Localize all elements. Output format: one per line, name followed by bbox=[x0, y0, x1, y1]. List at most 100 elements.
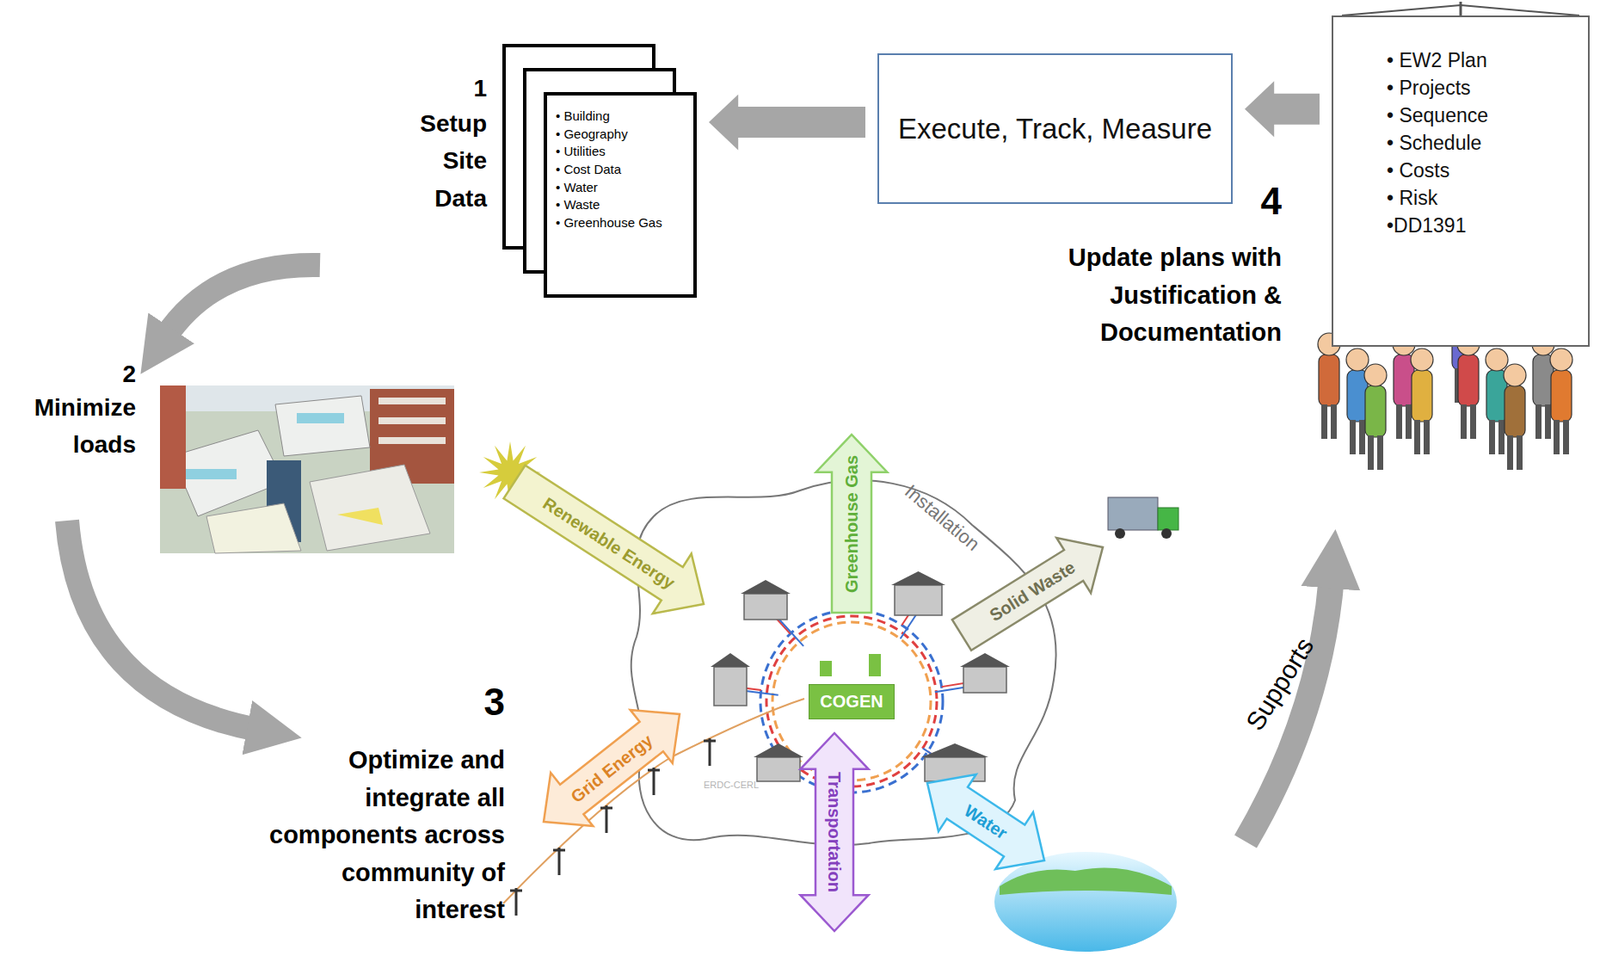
lake-shore bbox=[999, 867, 1172, 895]
wheel bbox=[1114, 528, 1126, 539]
pole bbox=[652, 767, 656, 795]
bullet-item: • Projects bbox=[1386, 73, 1582, 102]
step-number: 4 bbox=[1230, 178, 1282, 225]
picture-ground bbox=[160, 385, 455, 554]
lake bbox=[994, 851, 1177, 952]
bullet-item: • Sequence bbox=[1386, 101, 1582, 130]
bullet-item: • Greenhouse Gas bbox=[555, 214, 687, 233]
garbage-truck bbox=[1107, 497, 1179, 539]
person-leg bbox=[1396, 404, 1403, 439]
pole-arm bbox=[703, 739, 716, 743]
bullet-item: •DD1391 bbox=[1386, 211, 1582, 240]
bullet-item: • EW2 Plan bbox=[1386, 46, 1582, 74]
person-leg bbox=[1535, 404, 1542, 439]
person-leg bbox=[1507, 435, 1514, 470]
cycle-arrow bbox=[165, 264, 320, 338]
person-leg bbox=[1544, 404, 1551, 439]
roof bbox=[891, 571, 946, 585]
person-body bbox=[1411, 369, 1433, 422]
person-leg bbox=[1414, 419, 1421, 455]
flow-connector bbox=[1244, 80, 1320, 137]
window-row bbox=[378, 436, 446, 444]
chimney bbox=[868, 653, 881, 677]
person-leg bbox=[1359, 419, 1366, 455]
campus-picture bbox=[160, 385, 455, 554]
person-leg bbox=[1330, 404, 1337, 439]
text-holder: Execute, Track, Measure bbox=[898, 108, 1213, 150]
person-head bbox=[1410, 348, 1434, 371]
wheel bbox=[1161, 528, 1172, 539]
person-leg bbox=[1470, 404, 1477, 439]
person-leg bbox=[1349, 419, 1356, 455]
bullet-item: • Cost Data bbox=[555, 160, 687, 179]
person-head bbox=[1364, 363, 1387, 387]
chart-stand bbox=[1459, 1, 1463, 16]
person-leg bbox=[1516, 435, 1523, 470]
flow-arrow bbox=[504, 465, 705, 614]
building bbox=[894, 584, 942, 616]
step-number: 1 bbox=[435, 73, 487, 104]
building bbox=[756, 756, 800, 782]
bullet-item: • Building bbox=[555, 107, 687, 126]
truck-body bbox=[1107, 497, 1158, 530]
building bbox=[160, 385, 186, 489]
arrow-label: Greenhouse Gas bbox=[843, 454, 861, 592]
cogen-plant: COGEN bbox=[808, 683, 894, 720]
window-row bbox=[378, 397, 446, 405]
power-line bbox=[503, 698, 805, 904]
pole-arm bbox=[510, 889, 523, 893]
watermark: ERDC-CERL bbox=[703, 780, 759, 790]
flow-arrow bbox=[927, 774, 1045, 869]
person-head bbox=[1485, 348, 1508, 371]
person-leg bbox=[1405, 404, 1412, 439]
person-body bbox=[1365, 385, 1386, 437]
building bbox=[713, 666, 747, 706]
flow-arrow bbox=[952, 537, 1103, 651]
bullet-item: • Utilities bbox=[555, 142, 687, 161]
flip-chart: • EW2 Plan• Projects• Sequence• Schedule… bbox=[1331, 15, 1590, 347]
arrow-label: Transportation bbox=[825, 771, 844, 893]
flow-arrows bbox=[504, 434, 1104, 931]
bullet-item: • Geography bbox=[555, 125, 687, 144]
step-title: Optimize and integrate all components ac… bbox=[246, 741, 505, 930]
roof bbox=[921, 743, 989, 757]
step-title: Update plans with Justification & Docume… bbox=[1053, 239, 1282, 352]
person-body bbox=[1458, 354, 1479, 407]
person-body bbox=[1550, 369, 1572, 422]
roof bbox=[960, 652, 1010, 667]
pole bbox=[558, 847, 561, 875]
person-leg bbox=[1321, 404, 1328, 439]
pole-arm bbox=[647, 769, 660, 772]
window-row bbox=[378, 417, 446, 425]
person-body bbox=[1504, 385, 1526, 437]
bullet-item: • Water bbox=[555, 178, 687, 197]
bullet-item: • Risk bbox=[1386, 184, 1582, 212]
person-leg bbox=[1563, 419, 1570, 455]
flow-arrow bbox=[800, 732, 868, 931]
roof bbox=[206, 503, 302, 554]
plant-label: COGEN bbox=[819, 691, 883, 712]
bullet-item: • Waste bbox=[555, 196, 687, 215]
pole bbox=[605, 805, 609, 833]
person-leg bbox=[1489, 419, 1496, 455]
building bbox=[744, 593, 788, 620]
roof bbox=[309, 464, 431, 551]
chimney bbox=[819, 660, 832, 677]
truck-cab bbox=[1157, 507, 1179, 530]
pole-arm bbox=[553, 849, 566, 852]
process-box: Execute, Track, Measure bbox=[877, 53, 1233, 204]
person-head bbox=[1346, 348, 1369, 371]
skylight bbox=[296, 412, 345, 424]
roof bbox=[275, 395, 370, 456]
step-number: 3 bbox=[453, 679, 505, 726]
pole bbox=[708, 738, 712, 766]
person-leg bbox=[1498, 419, 1505, 455]
arrow-mark bbox=[337, 507, 383, 525]
bullet-item: • Costs bbox=[1386, 156, 1582, 185]
person-body bbox=[1318, 354, 1340, 407]
step-title: Minimize loads bbox=[15, 388, 136, 464]
step-number: 2 bbox=[84, 359, 136, 389]
data-sheet: • Building• Geography• Utilities• Cost D… bbox=[543, 92, 697, 298]
person-head bbox=[1503, 363, 1527, 387]
